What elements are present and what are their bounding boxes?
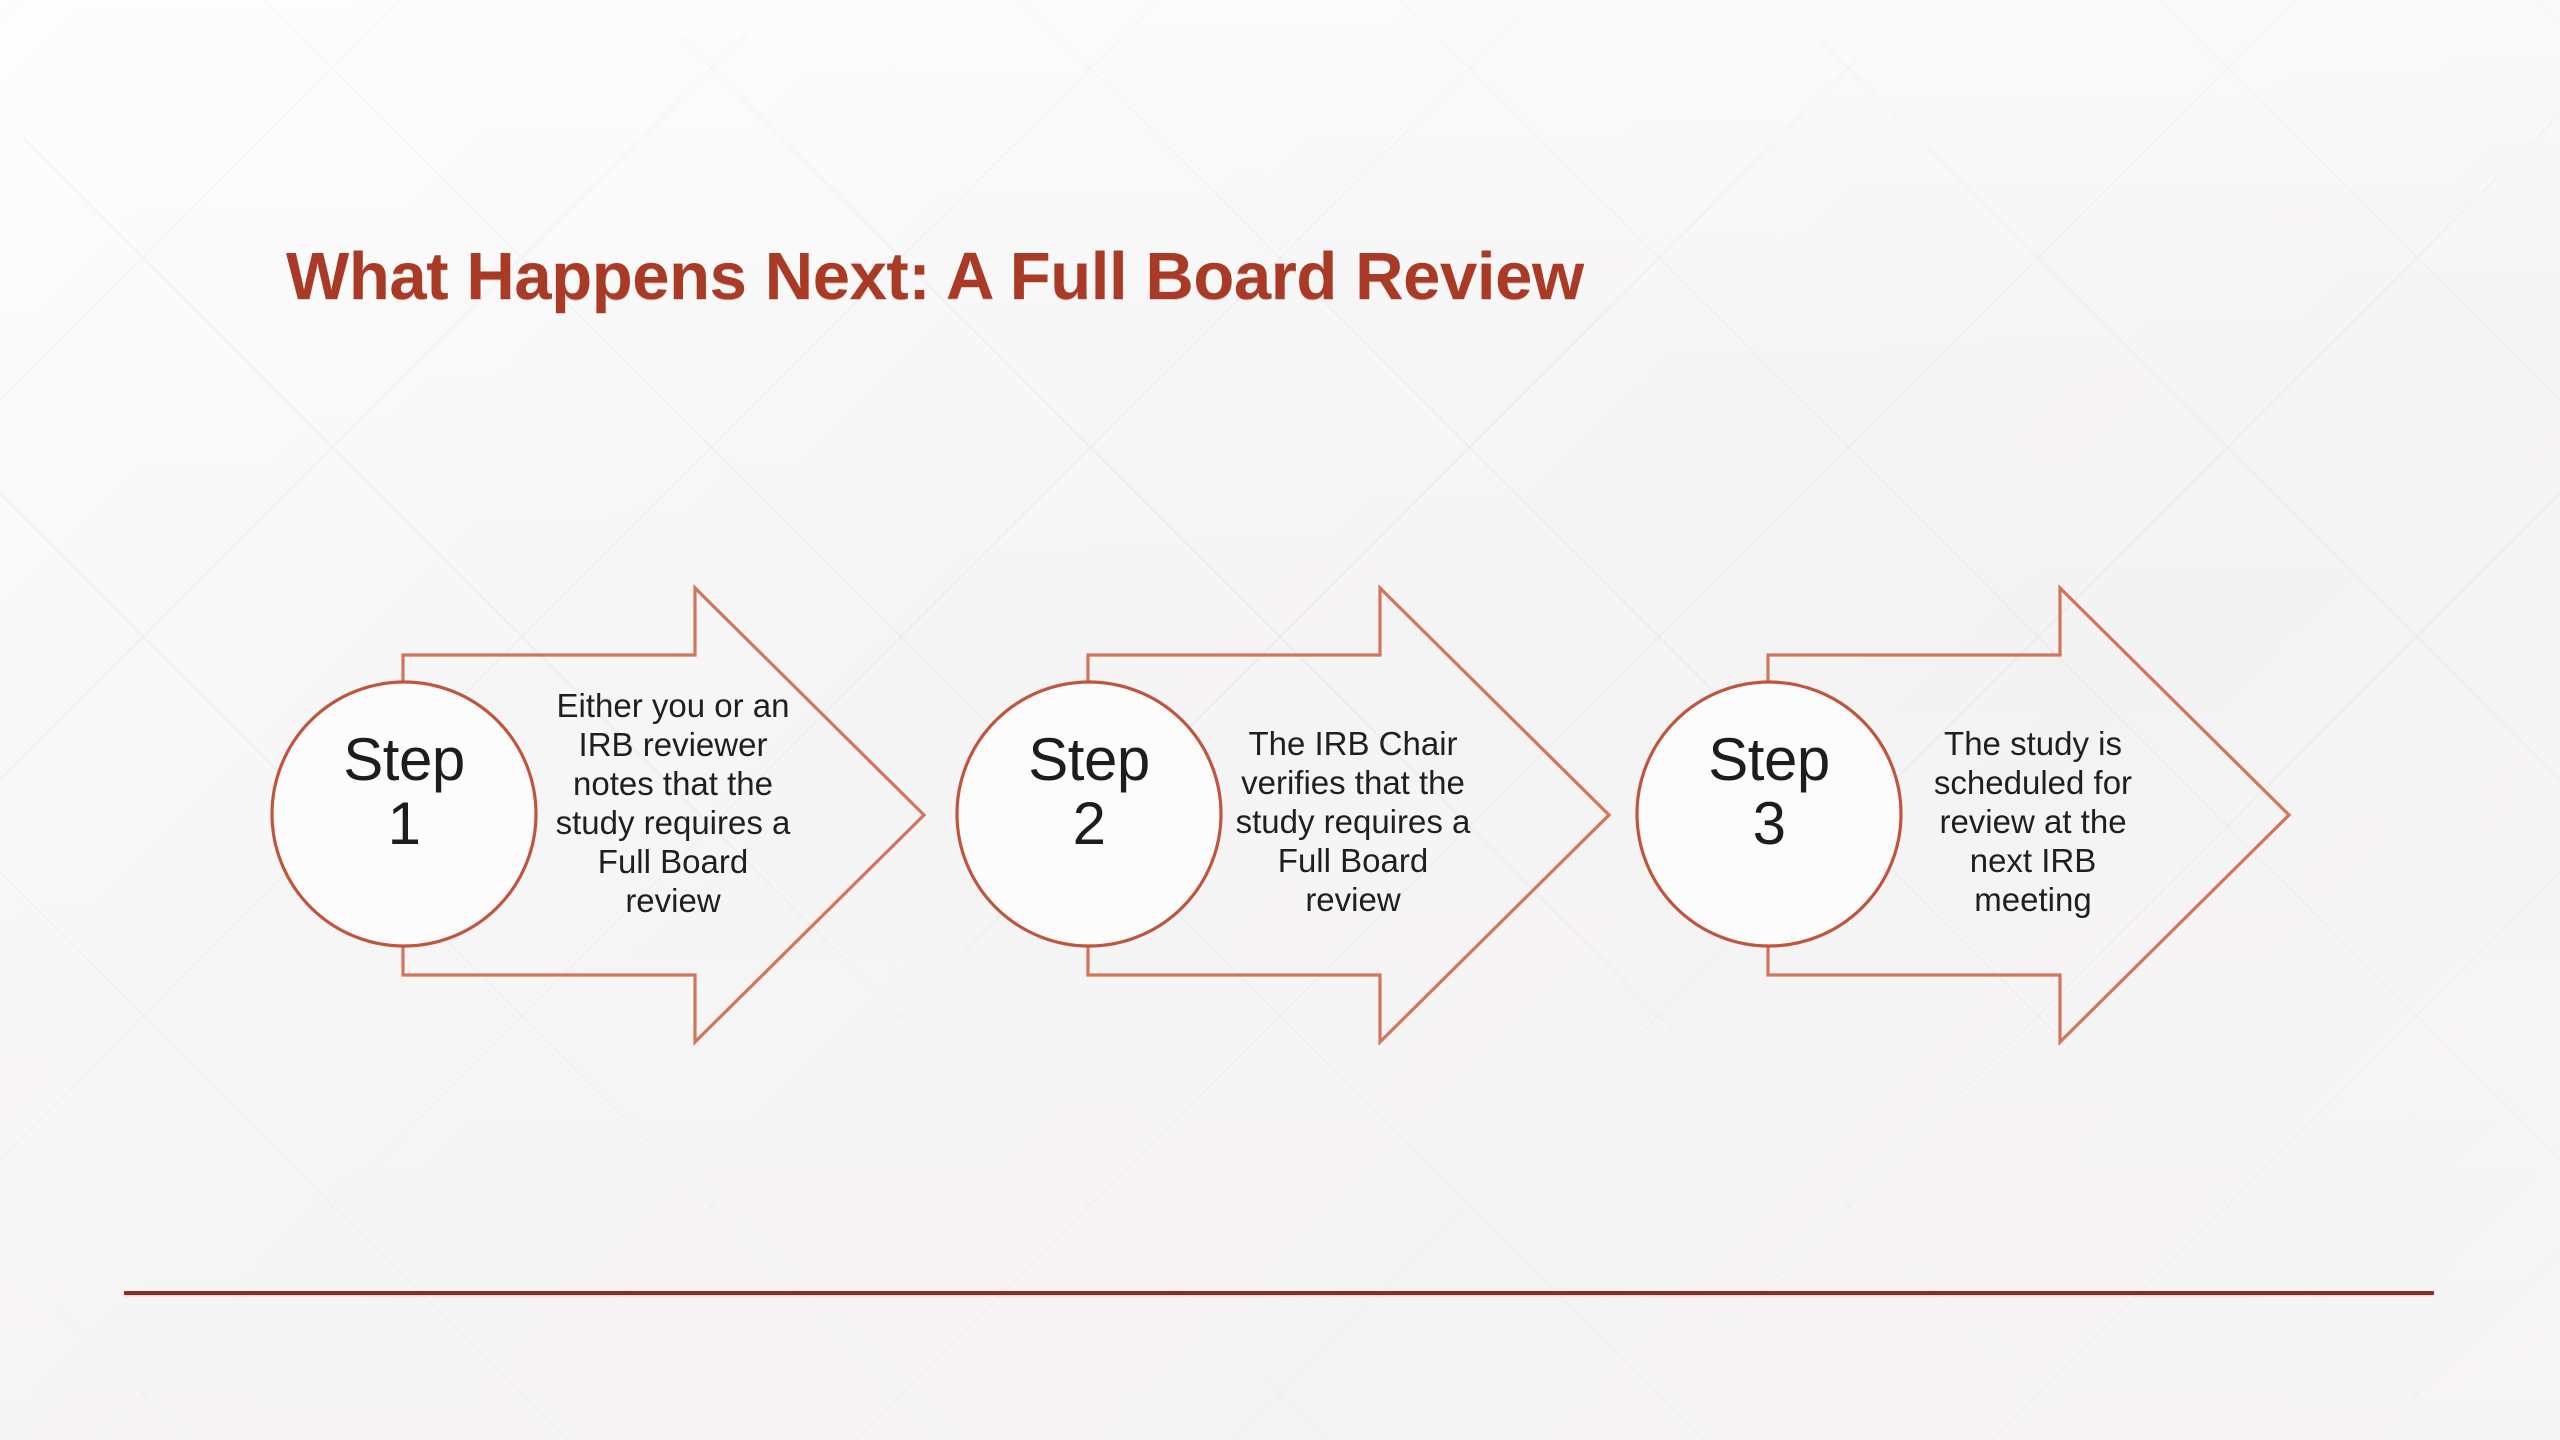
page-title: What Happens Next: A Full Board Review: [286, 239, 1584, 314]
step-number-2: 2: [1072, 790, 1106, 857]
step-badge-circle-1: [270, 680, 538, 948]
step-number-1: 1: [387, 790, 421, 857]
step-word-3: Step: [1708, 726, 1830, 793]
chevron-arrow-shape-2: [1086, 584, 1612, 1046]
step-label-3: Step 3: [1633, 728, 1905, 856]
footer-accent-rule: [124, 1291, 2434, 1295]
step-badge-circle-2: [955, 680, 1223, 948]
step-label-2: Step 2: [953, 728, 1225, 856]
chevron-arrow-shape-3: [1766, 584, 2292, 1046]
step-description-2: The IRB Chair verifies that the study re…: [1235, 725, 1471, 918]
step-description-1: Either you or an IRB reviewer notes that…: [555, 687, 791, 919]
chevron-arrow-shape-1: [401, 584, 927, 1046]
step-label-1: Step 1: [268, 728, 540, 856]
step-word-2: Step: [1028, 726, 1150, 793]
step-number-3: 3: [1752, 790, 1786, 857]
step-badge-circle-3: [1635, 680, 1903, 948]
step-word-1: Step: [343, 726, 465, 793]
step-description-3: The study is scheduled for review at the…: [1933, 725, 2133, 918]
